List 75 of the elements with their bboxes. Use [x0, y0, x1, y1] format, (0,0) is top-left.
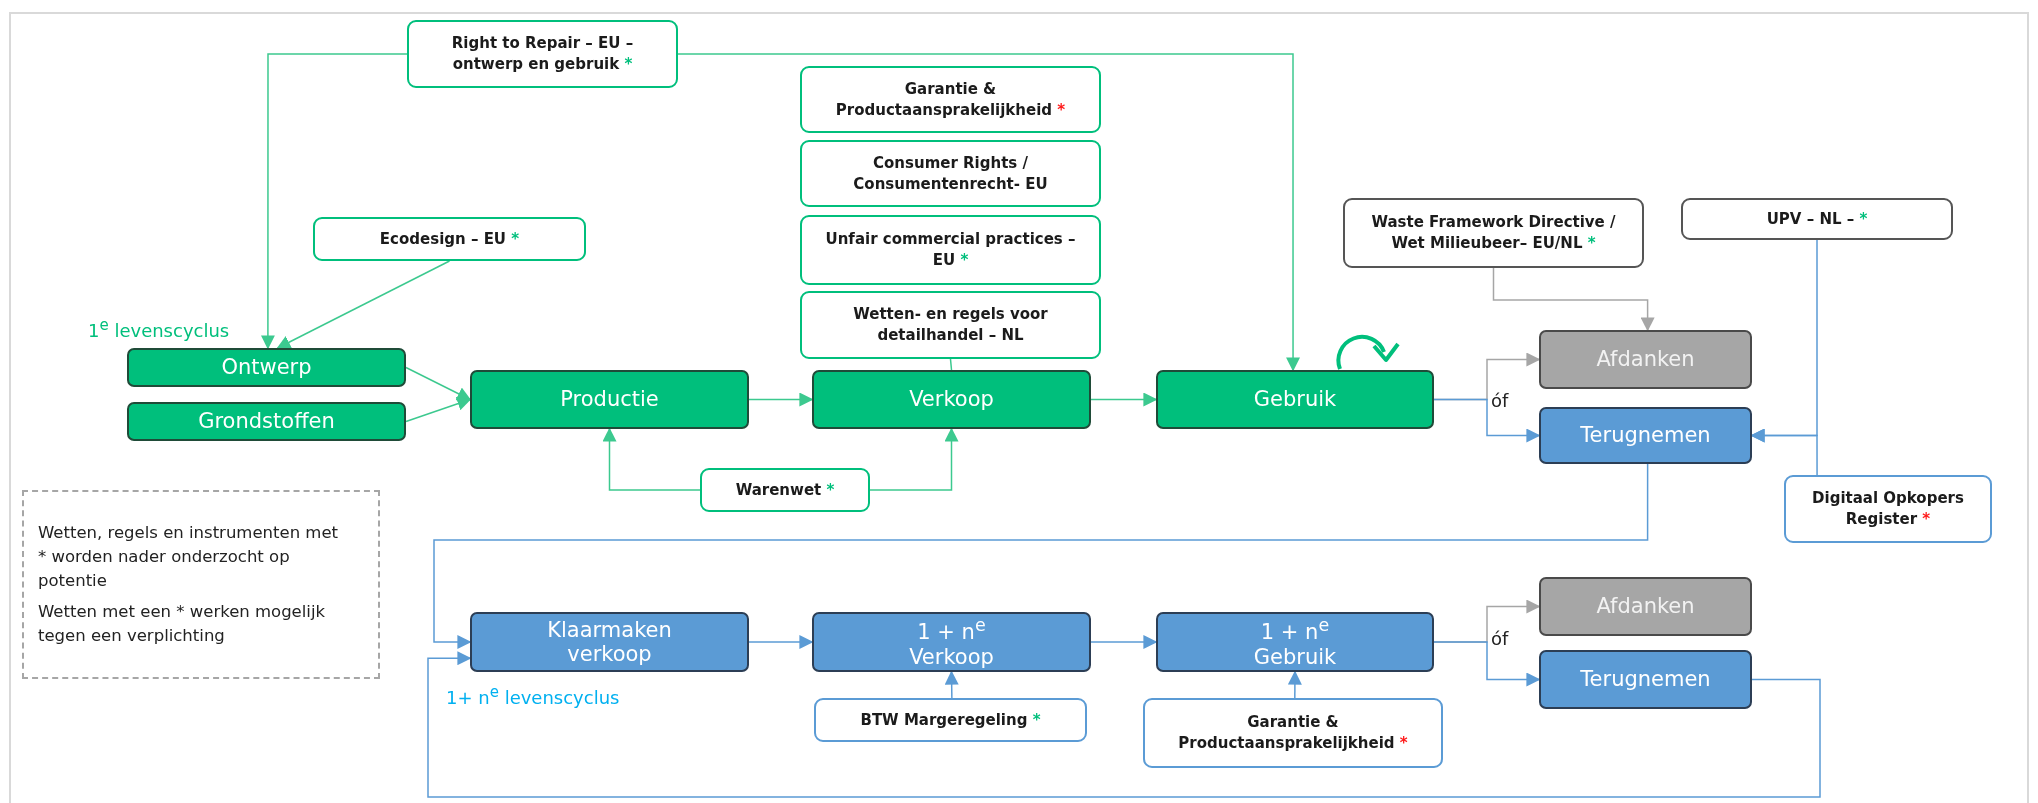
regulation-box [1681, 198, 1953, 240]
regulation-box [407, 20, 678, 88]
connector-arrow [260, 53, 408, 350]
regulation-name: Consumer Rights / Consumentenrecht- EU [852, 152, 1049, 195]
stage-box [1539, 330, 1752, 389]
connector-arrow [276, 260, 451, 349]
connector-label: óf [1491, 390, 1509, 411]
connector-arrow [748, 392, 814, 407]
regulation-name: Waste Framework Directive / Wet Milieubeer– EU/NL * [1370, 212, 1617, 254]
note-text: Wetten, regels en instrumenten met * worden nader onderzocht op potentie [38, 521, 340, 592]
stage-label: Klaarmaken verkoop [546, 617, 673, 667]
regulation-name: Garantie & Productaansprakelijkheid * [1177, 712, 1409, 754]
note-text: Wetten met een * werken mogelijk tegen een verplichting [38, 601, 327, 648]
connector-arrow [1287, 670, 1302, 699]
cycle-label: 1+ n$^{e}$ levenscyclus [446, 683, 620, 708]
connector-label: óf [1491, 628, 1509, 649]
regulation-name: Garantie & Productaansprakelijkheid * [834, 78, 1067, 121]
stage-box [1156, 612, 1434, 672]
stage-label: 1 + n$^{e}$ Gebruik [1252, 615, 1338, 669]
stage-box [1539, 407, 1752, 464]
stage-label: 1 + n$^{e}$ Verkoop [908, 615, 995, 669]
connector-arrow [869, 427, 959, 491]
connector-arrow [433, 463, 1649, 649]
connector-arrow [1090, 392, 1158, 407]
regulation-name: Ecodesign – EU * [379, 228, 520, 250]
connector-arrow [1750, 428, 1818, 476]
connector-arrow [677, 53, 1301, 372]
stage-label: Afdanken [1596, 347, 1695, 372]
stage-label: Terugnemen [1580, 667, 1711, 692]
regulation-name: UPV – NL – * [1766, 208, 1868, 230]
regulation-box [700, 468, 870, 512]
stage-label: Ontwerp [221, 355, 312, 380]
regulation-box [800, 140, 1101, 207]
regulation-box [800, 215, 1101, 285]
connector-arrow [427, 651, 1821, 798]
regulation-box [1143, 698, 1443, 768]
stage-label: Afdanken [1596, 594, 1695, 619]
regulation-box [800, 66, 1101, 133]
connector-arrow [1433, 398, 1541, 443]
stage-label: Gebruik [1253, 387, 1337, 412]
regulation-name: Right to Repair – EU – ontwerp en gebruik * [450, 33, 635, 75]
regulation-box [1784, 475, 1992, 543]
regulation-name: Wetten- en regels voor detailhandel – NL [852, 304, 1049, 346]
connector-arrow [1492, 267, 1655, 332]
regulation-box [800, 291, 1101, 359]
connector-line [949, 358, 953, 371]
stage-box [1156, 370, 1434, 429]
connector-arrow [1090, 635, 1158, 649]
stage-label: Verkoop [909, 387, 994, 412]
stage-box [127, 348, 406, 387]
stage-label: Terugnemen [1580, 423, 1711, 448]
connector-arrow [944, 670, 959, 699]
regulation-name: Unfair commercial practices – EU * [824, 229, 1077, 271]
stage-box [127, 402, 406, 441]
connector-arrow [602, 427, 701, 491]
stage-box [1539, 577, 1752, 636]
stage-box [470, 612, 749, 672]
regulation-name: Warenwet * [735, 479, 835, 501]
stage-label: Productie [560, 387, 659, 412]
regulation-name: Digitaal Opkopers Register * [1811, 488, 1965, 530]
stage-box [470, 370, 749, 429]
stage-box [812, 612, 1091, 672]
connector-arrow [1433, 641, 1541, 687]
connector-arrow [748, 635, 814, 649]
regulation-box [313, 217, 586, 261]
connector-arrow [405, 397, 472, 423]
stage-box [1539, 650, 1752, 709]
regulation-name: BTW Margeregeling * [860, 709, 1041, 731]
note-box [22, 490, 380, 679]
regulation-box [1343, 198, 1644, 268]
stage-box [812, 370, 1091, 429]
connector-arrow [405, 366, 472, 401]
stage-label: Grondstoffen [198, 409, 335, 434]
regulation-box [814, 698, 1087, 742]
cycle-label: 1$^{e}$ levenscyclus [88, 316, 230, 341]
